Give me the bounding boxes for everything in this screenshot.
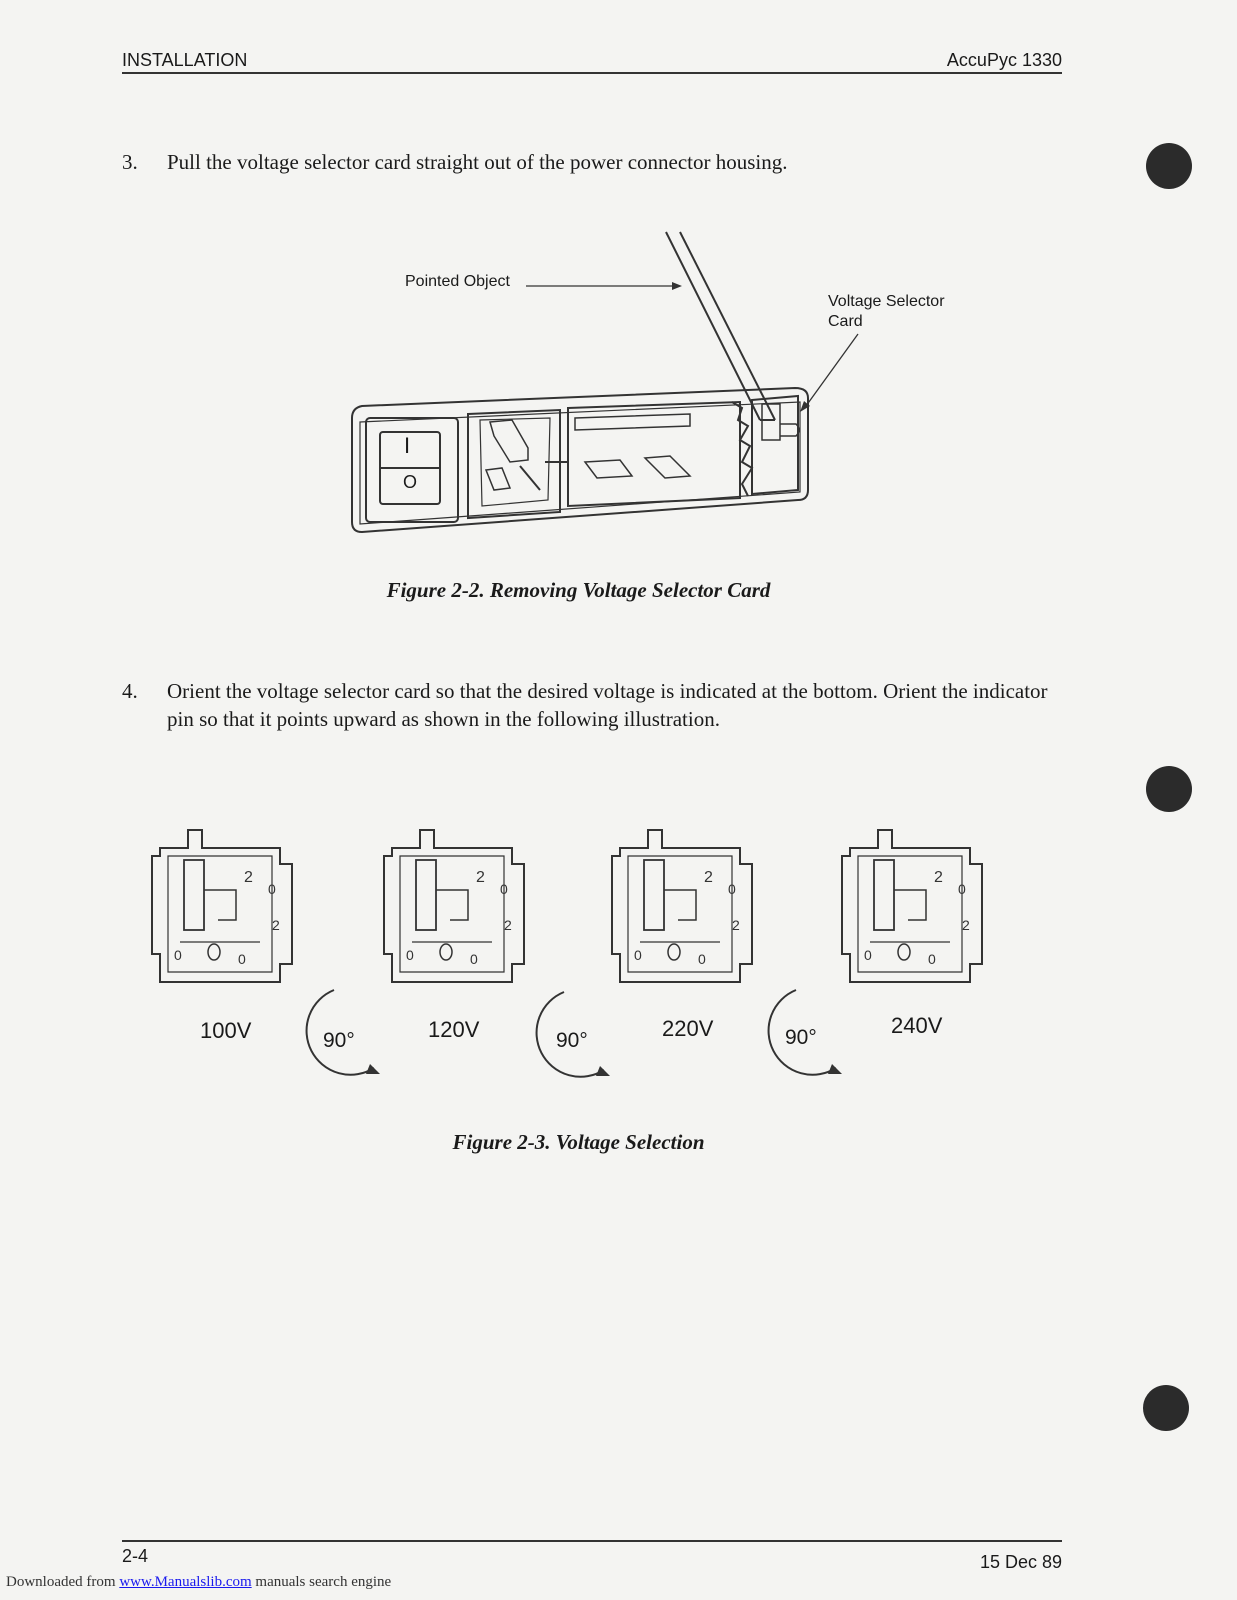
voltage-label-240v: 240V [891,1013,943,1038]
step-number: 3. [122,150,138,174]
power-connector-illustration [351,231,859,534]
switch-off-symbol: O [403,472,418,492]
rotation-label: 90° [323,1029,355,1052]
switch-on-symbol: I [404,433,411,458]
download-notice: Downloaded from www.Manualslib.com manua… [6,1574,391,1591]
rotation-label: 90° [556,1029,588,1052]
page-number: 2-4 [122,1546,149,1566]
page-footer: 2-4 15 Dec 89 [122,1540,1062,1572]
figure-2-3-caption: Figure 2-3. Voltage Selection [452,1130,705,1154]
step-text: Orient the voltage selector card so that… [167,679,1048,731]
download-prefix: Downloaded from [6,1574,120,1590]
footer-date: 15 Dec 89 [979,1552,1062,1572]
header-section: INSTALLATION [122,50,248,70]
pointed-object-label: Pointed Object [405,273,510,290]
header-product: AccuPyc 1330 [946,50,1062,70]
figure-2-2-caption: Figure 2-2. Removing Voltage Selector Ca… [386,578,771,602]
punch-hole [1146,143,1192,189]
page-header: INSTALLATION AccuPyc 1330 [122,50,1062,74]
rotation-label: 90° [785,1026,817,1049]
punch-hole [1146,766,1192,812]
voltage-label-120v: 120V [428,1017,480,1042]
step-number: 4. [122,679,138,703]
voltage-selection-illustration: 2 0 2 0 0 [151,829,983,1078]
voltage-label-100v: 100V [200,1018,252,1043]
step-text: Pull the voltage selector card straight … [167,150,788,174]
download-suffix: manuals search engine [251,1574,392,1590]
voltage-selector-card-label: Voltage Selector Card [828,293,945,330]
voltage-label-220v: 220V [662,1016,714,1041]
punch-hole [1143,1385,1189,1431]
manualslib-link[interactable]: www.Manualslib.com [119,1574,252,1590]
